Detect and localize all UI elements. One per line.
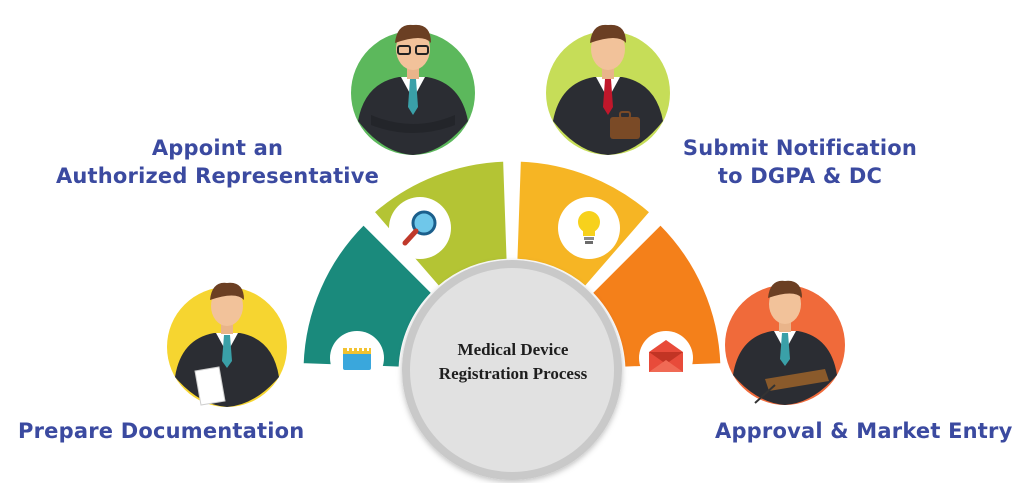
calendar-icon [330,331,384,385]
step-label-line: Appoint an [151,136,284,160]
avatar-prepare [167,282,287,407]
step-label-line: Authorized Representative [55,164,380,188]
step-label-approval: Approval & Market Entry [715,417,1013,445]
step-label-line: to DGPA & DC [717,164,883,188]
avatar-submit [546,24,670,155]
avatar-approval [725,280,845,405]
lightbulb-icon [558,197,620,259]
center-title: Medical Device Registration Process [412,338,614,386]
step-label-appoint: Appoint an Authorized Representative [20,134,415,190]
step-label-line: Approval & Market Entry [715,419,1013,443]
magnifier-icon [389,197,451,259]
step-label-line: Submit Notification [682,136,918,160]
step-label-submit: Submit Notification to DGPA & DC [620,134,980,190]
center-title-line2: Registration Process [438,364,588,383]
segment-prepare [300,222,435,370]
avatar-appoint [351,24,475,155]
center-disc [402,260,622,480]
center-title-line1: Medical Device [457,340,569,359]
step-label-prepare: Prepare Documentation [18,417,304,445]
segment-approval [589,222,724,370]
step-label-line: Prepare Documentation [18,419,305,443]
envelope-icon [639,331,693,385]
